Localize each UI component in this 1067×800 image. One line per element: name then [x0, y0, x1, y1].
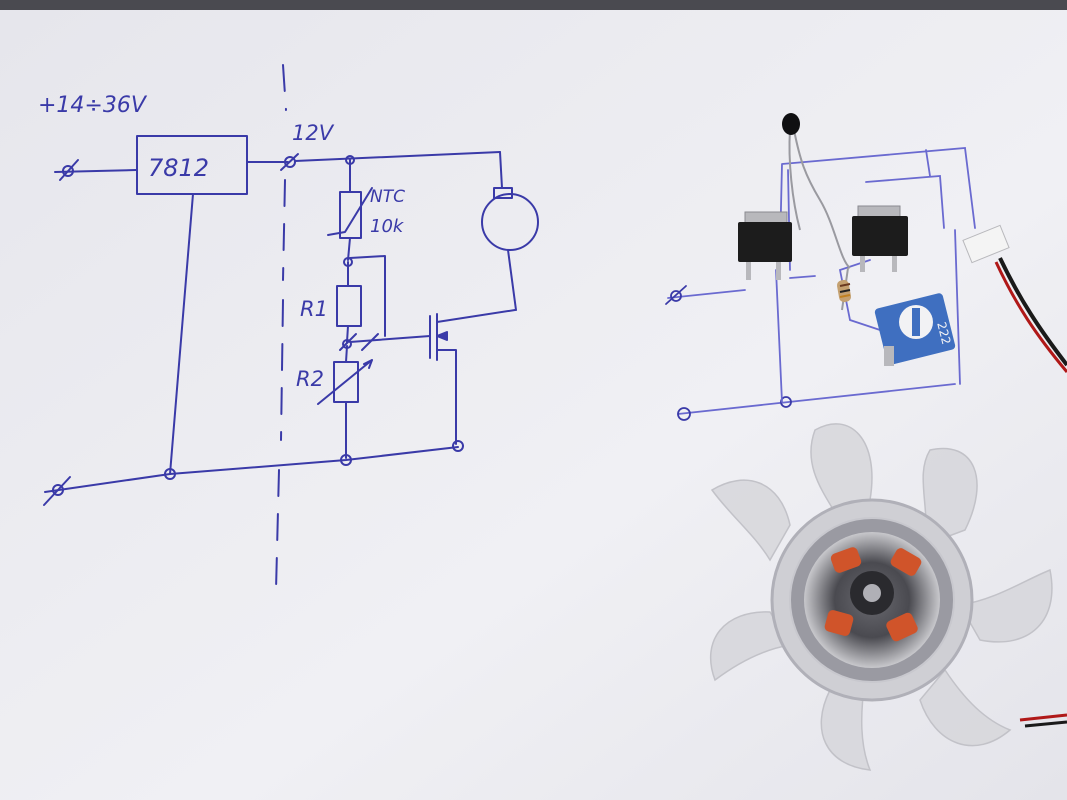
hand-drawn-schematic: +14÷36V 7812 12V NTC 10k R1 — [38, 64, 539, 591]
r2-label: R2 — [296, 367, 324, 391]
ground-terminal — [52, 484, 64, 496]
resistor-part — [836, 267, 852, 311]
supply-voltage-label: +14÷36V — [38, 93, 148, 118]
mosfet-part-left — [738, 211, 792, 280]
dashed-separator — [275, 64, 287, 591]
trimmer-code-label: 222 — [934, 320, 953, 346]
mosfet-part-right — [852, 205, 908, 272]
motor-symbol — [481, 193, 539, 251]
output-voltage-label: 12V — [292, 121, 335, 145]
ntc-value-label: 10k — [370, 216, 405, 237]
cooling-fan — [709, 423, 1067, 771]
pcb-sketch — [665, 147, 976, 421]
table-edge — [0, 0, 1067, 10]
regulator-label: 7812 — [148, 154, 209, 182]
board-ground-terminal — [677, 407, 691, 421]
ntc-thermistor-part — [782, 113, 851, 269]
r1-label: R1 — [300, 297, 328, 321]
fan-connector-part — [962, 224, 1067, 373]
ntc-name-label: NTC — [370, 187, 405, 207]
fan-coils — [824, 547, 922, 642]
trimmer-part: 222 — [874, 293, 956, 366]
